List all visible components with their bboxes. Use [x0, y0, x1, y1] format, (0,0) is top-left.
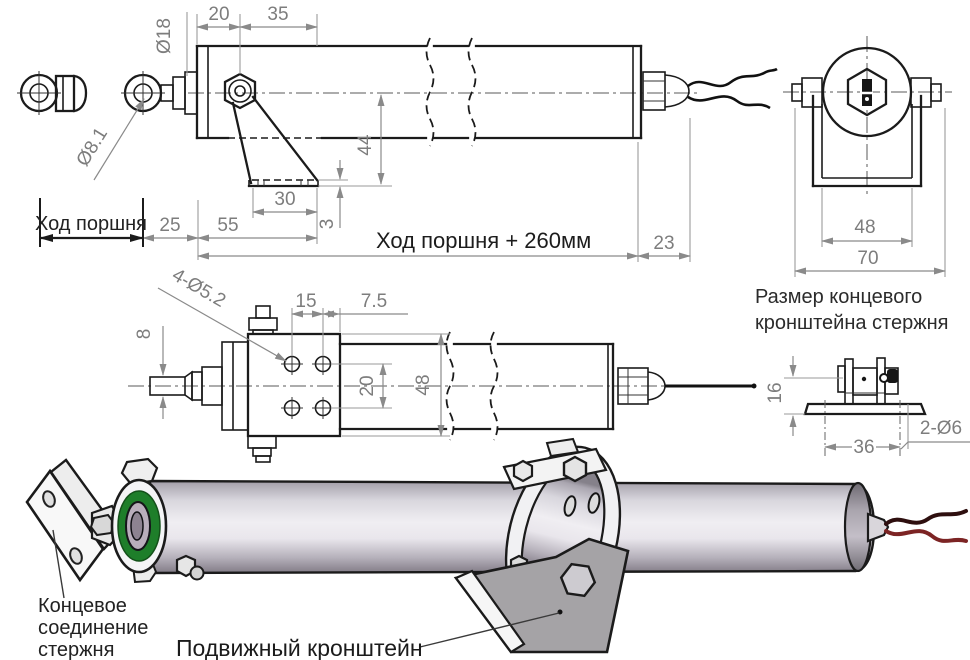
dim-16: 16: [765, 382, 786, 403]
dim-30: 30: [274, 189, 295, 210]
rod-end-label-line2: соединение: [38, 617, 148, 639]
dim-48-bracket: 48: [854, 217, 875, 238]
dim-2-holes-6: 2-Ø6: [920, 418, 962, 439]
plate-hole-top: [42, 490, 56, 508]
plan-cylinder: [338, 331, 757, 441]
plan-rod: [149, 366, 223, 406]
front-flange-assembly: [110, 457, 168, 584]
front-clamp-bolt: [175, 554, 205, 581]
motor-end-cap: [642, 67, 778, 111]
dim-23: 23: [653, 233, 674, 254]
wires: [866, 509, 968, 543]
rod-end-bracket-detail: Размер концевого кронштейна стержня 16 3…: [755, 286, 970, 458]
end-bracket-caption-line2: кронштейна стержня: [755, 312, 948, 334]
break-line-right: [467, 37, 477, 147]
bracket-hex-bolt: [559, 562, 597, 598]
dim-3: 3: [317, 219, 338, 230]
bracket-base-plate: [803, 402, 927, 416]
dim-35: 35: [267, 4, 288, 25]
plate-hole-bottom: [69, 547, 83, 565]
dim-15: 15: [295, 291, 316, 312]
plan-front-block: [221, 305, 342, 463]
wire-dark: [884, 509, 968, 526]
dim-20-holes: 20: [357, 375, 378, 396]
stroke-label: Ход поршня: [35, 213, 147, 235]
break-line-left: [425, 37, 435, 147]
dim-4-holes-5-2: 4-Ø5.2: [168, 265, 229, 312]
clamp-slot-left: [563, 495, 577, 517]
stroke-plus-260-label: Ход поршня + 260мм: [376, 228, 591, 253]
flange-top-nut: [120, 457, 159, 486]
end-bracket-caption-line1: Размер концевого: [755, 286, 922, 308]
actuator-photo-render: Концевое соединение стержня Подвижный кр…: [25, 437, 968, 660]
bracket-bolt-head: [887, 369, 898, 383]
dim-8: 8: [134, 329, 155, 340]
dim-diameter-8-1: Ø8.1: [73, 124, 113, 170]
cylinder-body: [195, 37, 643, 147]
dim-7-5: 7.5: [361, 291, 387, 312]
rod-end-label-line1: Концевое: [38, 595, 127, 617]
bracket-leader-line: [419, 612, 560, 648]
rod-end-fitting-detached: [17, 71, 88, 115]
side-view-drawing: 20 35 Ø18 Ø8.1 44 30 55 25 Ход поршня: [17, 4, 952, 277]
dim-36: 36: [853, 437, 874, 458]
rod-end-leader-line: [52, 529, 65, 599]
movable-bracket: [453, 537, 630, 654]
dim-diameter-18: Ø18: [154, 18, 175, 54]
plan-view-drawing: 4-Ø5.2 15 7.5 8 20 48: [128, 265, 757, 463]
mounting-holes: [281, 353, 334, 419]
dim-55: 55: [217, 215, 238, 236]
cable-gland: [866, 512, 890, 543]
side-view-dimensions: 20 35 Ø18 Ø8.1 44 30 55 25 Ход поршня: [35, 4, 946, 277]
dim-25: 25: [159, 215, 180, 236]
power-wire-lower: [687, 95, 771, 110]
clamp-bolt-top: [562, 455, 588, 483]
rod-end-eye: [121, 71, 198, 115]
front-clevis-bracket: [223, 72, 320, 188]
rod-end-label-line3: стержня: [38, 639, 114, 660]
movable-bracket-label: Подвижный кронштейн: [176, 635, 423, 660]
dim-48-body: 48: [413, 374, 434, 395]
dim-70-bracket: 70: [857, 248, 878, 269]
rear-bracket-end-view: [783, 36, 952, 196]
dim-20: 20: [208, 4, 229, 25]
bracket-edge: [454, 569, 526, 654]
power-wire-upper: [687, 67, 778, 88]
clamp-slot-right: [587, 492, 601, 514]
clamp-nut-left: [512, 459, 534, 483]
dim-44: 44: [355, 134, 376, 156]
wire-red: [884, 529, 968, 543]
